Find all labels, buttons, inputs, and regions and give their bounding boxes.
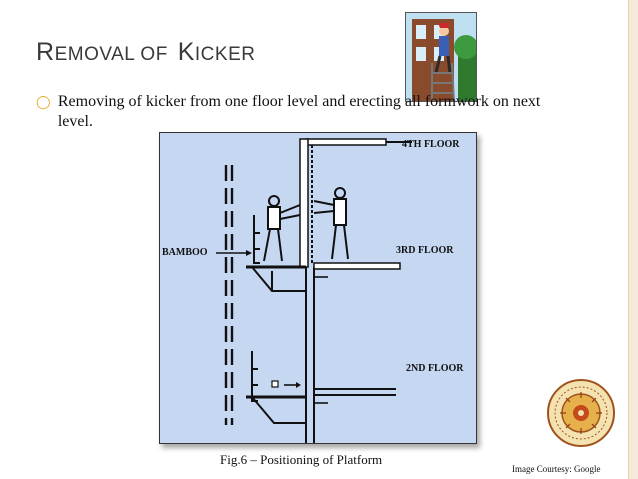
label-bamboo: BAMBOO <box>162 247 208 258</box>
title-cap-r: R <box>36 38 55 66</box>
label-2nd-floor: 2ND FLOOR <box>406 363 464 374</box>
formwork-column <box>299 138 313 268</box>
platform-figure: 4TH FLOOR 3RD FLOOR 2ND FLOOR BAMBOO <box>159 132 477 444</box>
scaffold-posts <box>251 215 260 402</box>
image-credit: Image Courtesy: Google <box>512 464 601 474</box>
title-word-removal-of: EMOVAL OF <box>54 44 168 65</box>
worker-on-ladder-icon <box>405 12 477 102</box>
label-3rd-floor: 3RD FLOOR <box>396 245 454 256</box>
bullet-item: ◯ Removing of kicker from one floor leve… <box>36 92 576 132</box>
ring-bullet-icon: ◯ <box>36 94 51 109</box>
bamboo-poles <box>224 165 234 425</box>
floor-3-slab <box>246 262 401 292</box>
main-wall <box>305 267 315 443</box>
figure-caption: Fig.6 – Positioning of Platform <box>220 452 383 467</box>
wall-arrows <box>314 276 328 404</box>
institute-seal-icon <box>546 378 616 448</box>
floor-2-slab <box>246 380 396 424</box>
slide-edge-rule <box>628 0 638 479</box>
bullet-text: Removing of kicker from one floor level … <box>57 93 541 130</box>
title-word-kicker: ICKER <box>194 44 256 65</box>
title-cap-k: K <box>177 38 195 66</box>
worker-left <box>263 195 301 262</box>
label-4th-floor: 4TH FLOOR <box>402 139 460 150</box>
floor-4-slab <box>305 138 412 146</box>
worker-right <box>313 187 349 260</box>
slide-title: REMOVAL OF KICKER <box>36 38 255 67</box>
